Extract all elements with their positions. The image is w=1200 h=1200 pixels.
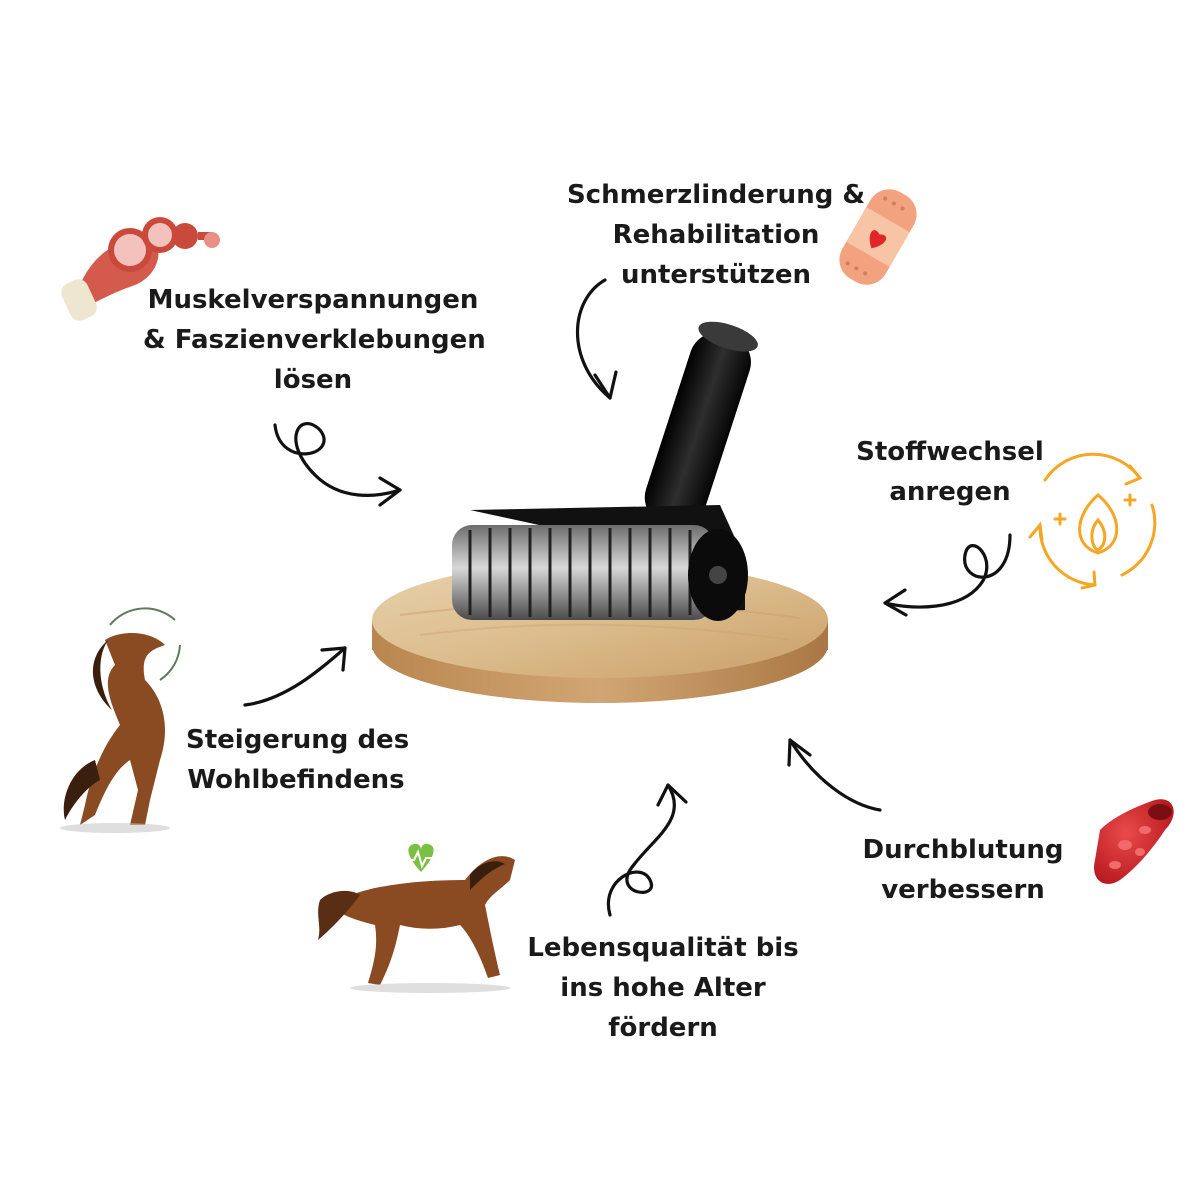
arrow-stoffwechsel [883, 533, 1012, 609]
muscle-fascia-icon [61, 217, 220, 321]
label-stoffwechsel: Stoffwechsel anregen [850, 432, 1050, 512]
label-lebensqualitaet: Lebensqualität bis ins hohe Alter förder… [523, 928, 803, 1048]
label-lebensqualitaet-line-2: ins hohe Alter [560, 973, 766, 1003]
label-lebensqualitaet-line-3: fördern [608, 1013, 718, 1043]
arrow-schmerz [576, 278, 612, 400]
label-schmerz-line-1: Schmerzlinderung & [566, 180, 866, 210]
arrow-durchblutung [788, 738, 882, 812]
arrows [243, 278, 1012, 917]
arrow-wohlbefinden [243, 646, 347, 707]
label-schmerz-line-2: Rehabilitation [612, 220, 820, 250]
galloping-horse-heart-icon [318, 843, 515, 993]
label-wohlbefinden: Steigerung des Wohlbefindens [186, 720, 410, 800]
label-stoffwechsel-line-1: Stoffwechsel [856, 437, 1044, 467]
blood-vessel-icon [1094, 799, 1174, 884]
label-muskel-line-2: & Faszienverklebungen [143, 325, 486, 355]
fascia-roller-on-wood-icon [372, 321, 828, 703]
label-lebensqualitaet-line-1: Lebensqualität bis [527, 933, 799, 963]
label-muskel-line-3: lösen [273, 365, 353, 395]
label-wohlbefinden-line-2: Wohlbefindens [187, 765, 405, 795]
label-durchblutung-line-1: Durchblutung [862, 835, 1064, 865]
label-schmerzlinderung: Schmerzlinderung & Rehabilitation unters… [566, 175, 866, 295]
label-stoffwechsel-line-2: anregen [889, 477, 1011, 507]
label-muskelverspannungen: Muskelverspannungen & Faszienverklebunge… [143, 280, 486, 400]
metabolism-flame-icon [1028, 452, 1157, 590]
label-durchblutung-line-2: verbessern [881, 875, 1045, 905]
label-durchblutung: Durchblutung verbessern [858, 830, 1068, 910]
label-muskel-line-1: Muskelverspannungen [147, 285, 479, 315]
bandage-heart-icon [839, 189, 917, 285]
arrow-muskel [273, 422, 402, 497]
label-schmerz-line-3: unterstützen [620, 260, 812, 290]
label-wohlbefinden-line-1: Steigerung des [186, 725, 410, 755]
rearing-horse-icon [60, 607, 181, 833]
arrow-lebensqualitaet [606, 783, 676, 917]
